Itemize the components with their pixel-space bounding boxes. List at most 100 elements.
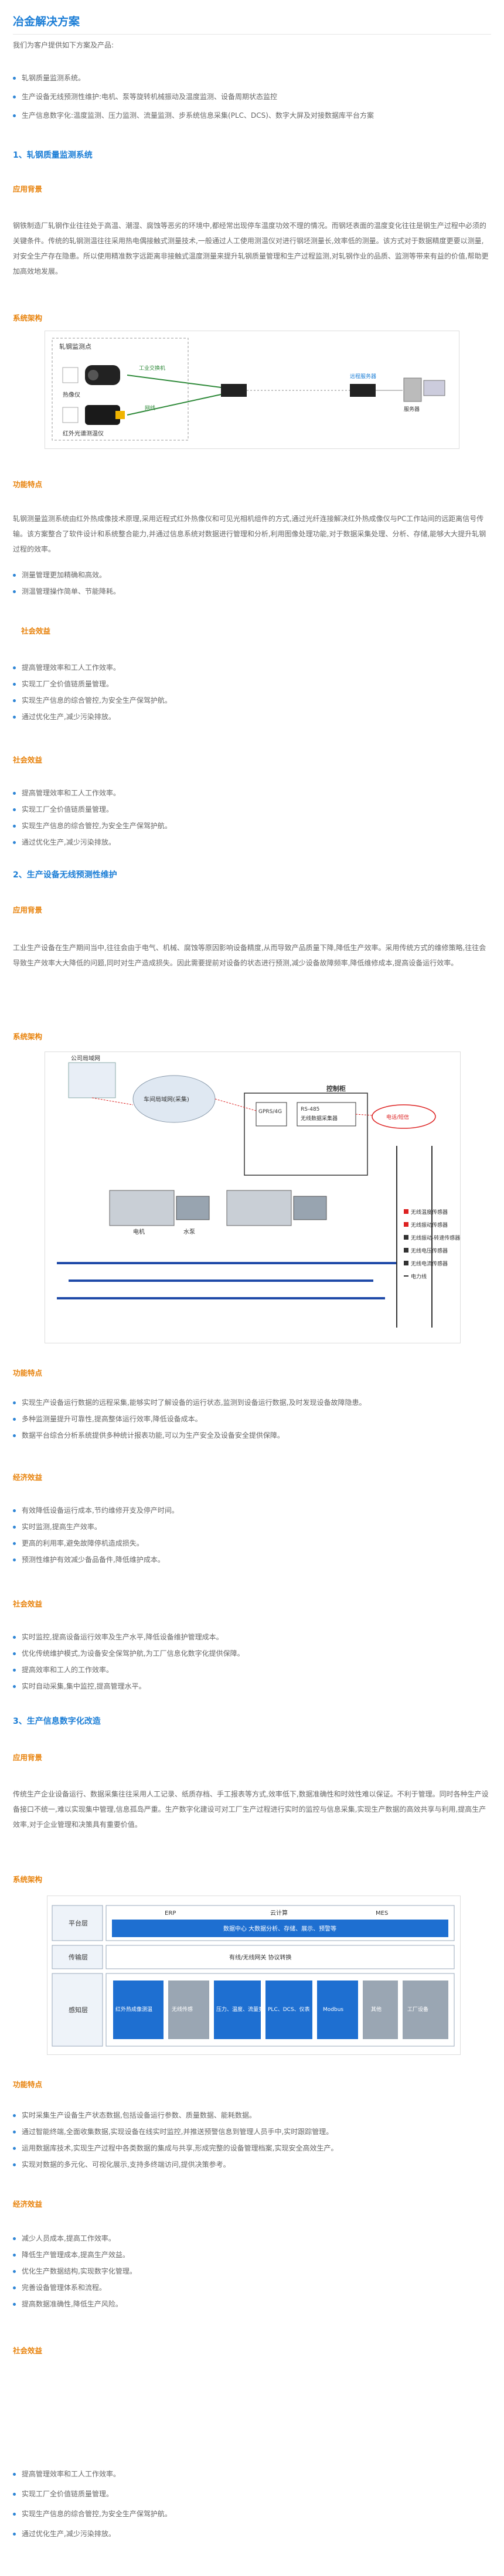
bullet-dot [13, 825, 16, 828]
list-item: 实现生产信息的综合管控,为安全生产保驾护航。 [13, 821, 172, 831]
s3-value-label: 经济效益 [13, 2200, 43, 2209]
sensor-label-6: 其他 [371, 2006, 382, 2013]
list-item: 预测性维护有效减少备品备件,降低维护成本。 [13, 1554, 165, 1565]
bullet-dot [13, 2114, 16, 2117]
bullet-dot [13, 590, 16, 593]
pump-label-1: 水泵 [183, 1229, 195, 1236]
cloud-label: 云计算 [270, 1909, 288, 1917]
list-item: 实现生产设备运行数据的远程采集,能够实时了解设备的运行状态,监测到设备运行数据,… [13, 1397, 366, 1408]
list-item: 通过优化生产,减少污染排放。 [13, 712, 115, 722]
bullet-dot [13, 683, 16, 686]
bullet-dot [13, 1669, 16, 1672]
bullet-dot [13, 2147, 16, 2150]
row1-label: 平台层 [69, 1919, 88, 1927]
s3-diagram-svg: 平台层 ERP 云计算 MES 数据中心 大数据分析、存储、展示、预警等 传输层… [52, 1905, 455, 2047]
switch2-icon [350, 384, 376, 397]
red-link-2 [214, 1098, 257, 1111]
s2-bg-label: 应用背景 [13, 906, 43, 914]
rs-label: RS-485 [301, 1107, 319, 1112]
svg-text:无线温度传感器: 无线温度传感器 [411, 1209, 448, 1216]
list-item: 实时自动采集,集中监控,提高管理水平。 [13, 1681, 146, 1692]
bullet-dot [13, 2237, 16, 2240]
erp-label: ERP [165, 1910, 176, 1917]
monitor-box [52, 338, 189, 441]
bullet-dot [13, 2473, 16, 2476]
list-item: 测量管理更加精确和高效。 [13, 570, 106, 580]
list-item: 通过智能终端,全面收集数据,实现设备在线实时监控,并推送预警信息到管理人员手中,… [13, 2126, 333, 2137]
s1-diagram-svg: 轧钢监测点 热像仪 红外光谱测温仪 工业交换机 网线 远程服务器 服务器 [52, 338, 445, 441]
list-item: 通过优化生产,减少污染排放。 [13, 837, 115, 848]
section-2-title: 2、生产设备无线预测性维护 [13, 870, 117, 880]
section-1-title: 1、轧钢质量监测系统 [13, 151, 93, 160]
list-item: 减少人员成本,提高工作效率。 [13, 2233, 115, 2244]
intro-text: 我们为客户提供如下方案及产品: [13, 41, 114, 49]
svg-text:电力线: 电力线 [411, 1273, 427, 1280]
s2-feat-label: 功能特点 [13, 1369, 43, 1377]
s2-diagram: 公司局域网 车间局域网(采集) 控制柜 GPRS/4G RS-485 无线数据采… [45, 1052, 461, 1343]
motor-label-1: 电机 [133, 1228, 145, 1236]
pipe-lines [57, 1262, 397, 1299]
link2-label: 网线 [145, 404, 155, 411]
list-item: 实现工厂全价值链质量管理。 [13, 679, 113, 689]
list-item: 实现工厂全价值链质量管理。 [13, 2489, 113, 2499]
host-label: 服务器 [404, 406, 420, 413]
server-icon [403, 377, 422, 402]
s1-bg-label: 应用背景 [13, 185, 43, 193]
list-item: 通过优化生产,减少污染排放。 [13, 2529, 115, 2539]
s3-arch-label: 系统架构 [13, 1875, 43, 1884]
svg-text:无线电流传感器: 无线电流传感器 [411, 1260, 448, 1267]
row3-head [52, 1973, 103, 2047]
legend: 无线温度传感器 无线振动传感器 无线振动-转速传感器 无线电压传感器 无线电流传… [404, 1209, 460, 1280]
motor-1 [109, 1190, 175, 1226]
intro-bullet: 轧钢质量监测系统。 [13, 73, 85, 83]
s1-diagram: 轧钢监测点 热像仪 红外光谱测温仪 工业交换机 网线 远程服务器 服务器 [45, 331, 459, 449]
sensor-box-6 [363, 1981, 398, 2039]
s1-feat-text: 轧钢测量监测系统由红外热成像技术原理,采用近程式红外热像仪和可见光相机组件的方式… [13, 515, 486, 553]
section-3-title: 3、生产信息数字化改造 [13, 1717, 101, 1726]
row2-label: 传输层 [69, 1953, 88, 1961]
intro-bullet: 生产信息数字化:温度监测、压力监测、流量监测、步系统信息采集(PLC、DCS)、… [13, 110, 374, 121]
s2-value-label: 经济效益 [13, 1473, 43, 1482]
collector-label: 无线数据采集器 [301, 1115, 338, 1122]
bullet-dot [13, 1418, 16, 1421]
bullet-dot [13, 2493, 16, 2496]
list-item: 数据平台综合分析系统提供多种统计报表功能,可以为生产安全及设备安全提供保障。 [13, 1430, 284, 1441]
lan-label: 公司局域网 [71, 1054, 100, 1062]
s3-bg-text: 传统生产企业设备运行、数据采集往往采用人工记录、纸质存档、手工报表等方式,效率低… [13, 1790, 489, 1829]
s3-social-label: 社会效益 [13, 2346, 43, 2355]
alarm-label: 电话/短信 [386, 1114, 409, 1121]
list-item: 完善设备管理体系和流程。 [13, 2282, 106, 2293]
intro-bullet: 生产设备无线预测性维护:电机、泵等旋转机械振动及温度监测、设备周期状态监控 [13, 91, 277, 102]
bullet-dot [13, 1542, 16, 1545]
svg-text:无线振动传感器: 无线振动传感器 [411, 1221, 448, 1229]
center-label: 数据中心 大数据分析、存储、展示、预警等 [223, 1925, 336, 1932]
bullet-dot [13, 114, 16, 117]
bullet-dot [13, 2254, 16, 2257]
list-item: 实现工厂全价值链质量管理。 [13, 804, 113, 815]
list-item: 优化生产数据结构,实现数字化管理。 [13, 2266, 137, 2276]
list-item: 提高数据准确性,降低生产风险。 [13, 2299, 122, 2309]
list-item: 运用数据库技术,实现生产过程中各类数据的集成与共享,形成完整的设备管理档案,实现… [13, 2143, 338, 2153]
svg-text:无线电压传感器: 无线电压传感器 [411, 1247, 448, 1254]
ctrl-label: 控制柜 [326, 1084, 346, 1093]
row3-label: 感知层 [69, 2006, 88, 2014]
alarm-cloud [372, 1104, 436, 1129]
cam1-label: 热像仪 [63, 391, 80, 399]
bullet-dot [13, 792, 16, 795]
list-item: 多种监测量提升可靠性,提高整体运行效率,降低设备成本。 [13, 1414, 202, 1424]
sensor-box-7 [403, 1981, 448, 2039]
gprs-label: GPRS/4G [258, 1109, 282, 1115]
link-2 [127, 394, 222, 416]
gprs-box [256, 1102, 287, 1127]
cam2-frame [62, 407, 79, 423]
list-item: 有效降低设备运行成本,节约维修开支及停产时间。 [13, 1505, 179, 1516]
bullet-dot [13, 2303, 16, 2306]
bullet-dot [13, 716, 16, 719]
list-item: 实时监测,提高生产效率。 [13, 1522, 101, 1532]
cam1-frame [62, 367, 79, 383]
bullet-dot [13, 2533, 16, 2536]
sensor-label-5: Modbus [323, 2007, 343, 2013]
legend-swatch [404, 1222, 408, 1227]
ctrl-box [244, 1093, 368, 1176]
